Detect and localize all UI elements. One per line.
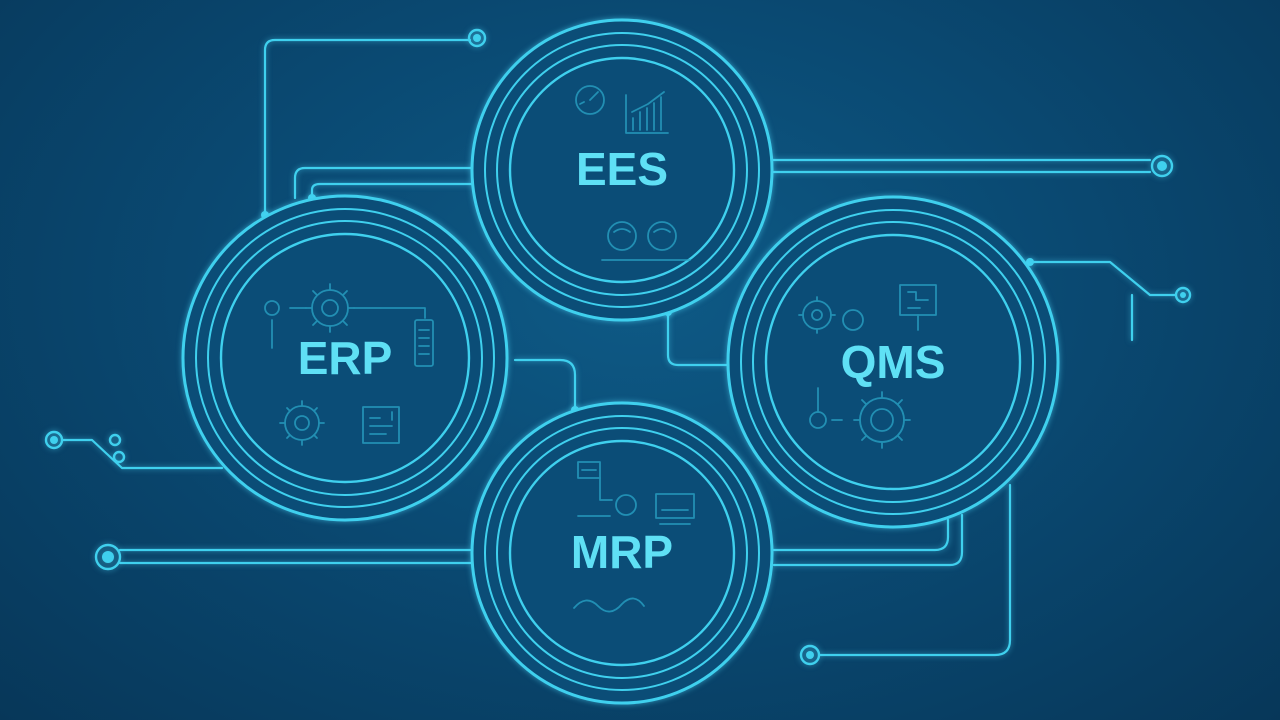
connector-qms-right	[1028, 260, 1177, 297]
monitor-icon	[615, 493, 695, 525]
terminal-dot	[112, 450, 126, 464]
connector-erp-top-left	[263, 38, 472, 217]
battery-icon	[414, 319, 434, 367]
circuit-board-icon	[899, 284, 937, 331]
terminal-dot	[94, 543, 122, 571]
chart-icon	[577, 461, 613, 517]
connector-erp-ees-inner	[310, 182, 477, 200]
people-icon	[601, 221, 691, 261]
connector-erp-ees	[293, 166, 482, 200]
connector-ees-qms	[666, 310, 732, 367]
connector-lines	[60, 38, 1177, 657]
junction-dot	[1026, 258, 1034, 266]
gear-icon	[264, 283, 426, 349]
node-qms: QMS	[726, 195, 1060, 529]
node-label-mrp: MRP	[571, 526, 673, 578]
terminal-dot	[1174, 286, 1192, 304]
terminal-dot	[108, 433, 122, 447]
gears-icon	[798, 296, 864, 334]
connector-erp-mrp	[513, 358, 577, 412]
node-label-ees: EES	[576, 143, 668, 195]
node-erp: ERP	[181, 194, 509, 522]
gear-icon	[279, 400, 325, 446]
terminal-dot	[1150, 154, 1174, 178]
bar-chart-icon	[625, 91, 669, 134]
report-icon	[362, 406, 400, 444]
node-mrp: MRP	[470, 401, 774, 705]
speedometer-icon	[575, 85, 605, 115]
node-ees: EES	[470, 18, 774, 322]
node-label-qms: QMS	[841, 336, 946, 388]
node-label-erp: ERP	[298, 332, 393, 384]
connector-left-erp	[60, 438, 224, 470]
terminal-dot	[799, 644, 821, 666]
wave-icon	[573, 597, 645, 613]
connector-qms-bottom	[818, 483, 1012, 657]
terminal-dot	[44, 430, 64, 450]
connector-mrp-qms-2	[772, 513, 964, 567]
connector-mrp-qms-1	[770, 518, 950, 552]
gear-icon	[809, 387, 911, 449]
terminal-dot	[467, 28, 487, 48]
